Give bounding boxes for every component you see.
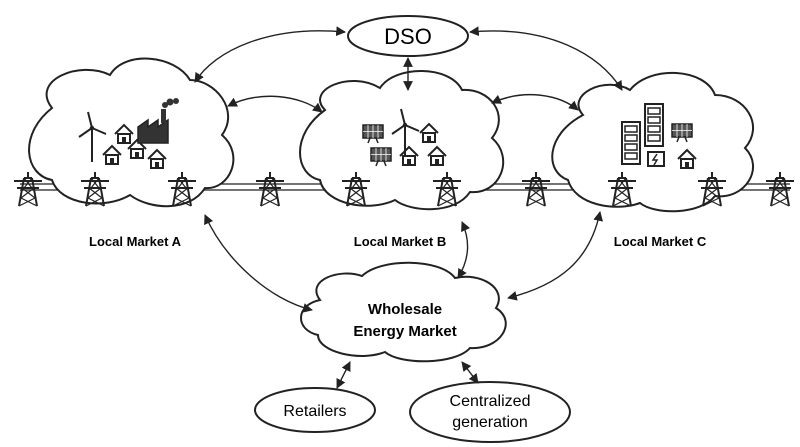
arrow-market-c-wholesale <box>507 211 603 301</box>
arrow-wholesale-centralized <box>461 361 479 384</box>
wholesale-energy-market-cloud: Wholesale Energy Market <box>300 261 507 363</box>
transmission-tower-icon <box>13 171 43 207</box>
arrow-market-b-market-c <box>491 93 579 111</box>
local-market-a-cloud <box>28 57 235 208</box>
local-market-c-cloud <box>551 71 755 213</box>
wholesale-label-line1: Wholesale <box>368 301 442 318</box>
transmission-tower-icon <box>765 171 795 207</box>
local-market-b-cloud <box>299 70 505 211</box>
dso-node: DSO <box>347 15 469 57</box>
arrow-wholesale-retailers <box>336 361 351 389</box>
retailers-node: Retailers <box>254 387 376 433</box>
transmission-tower-icon <box>521 171 551 207</box>
retailers-label: Retailers <box>283 403 346 420</box>
arrow-market-a-wholesale <box>204 214 313 313</box>
arrow-dso-market-c <box>469 26 623 91</box>
dso-label: DSO <box>384 24 432 49</box>
centralized-label-line1: Centralized <box>450 393 531 410</box>
ev-charger-icon <box>647 151 665 167</box>
arrow-market-b-wholesale <box>457 221 471 279</box>
wholesale-label-line2: Energy Market <box>353 323 456 340</box>
local-market-b-label: Local Market B <box>354 234 446 249</box>
local-market-c-label: Local Market C <box>614 234 707 249</box>
connection-arrows <box>194 26 623 389</box>
centralized-label-line2: generation <box>452 414 528 431</box>
local-market-a-label: Local Market A <box>89 234 182 249</box>
arrow-dso-market-a <box>194 26 346 83</box>
battery-storage-icon <box>644 103 664 147</box>
centralized-generation-node: Centralized generation <box>409 381 571 443</box>
transmission-tower-icon <box>255 171 285 207</box>
arrow-market-a-market-b <box>227 95 323 113</box>
battery-storage-icon <box>621 121 641 165</box>
